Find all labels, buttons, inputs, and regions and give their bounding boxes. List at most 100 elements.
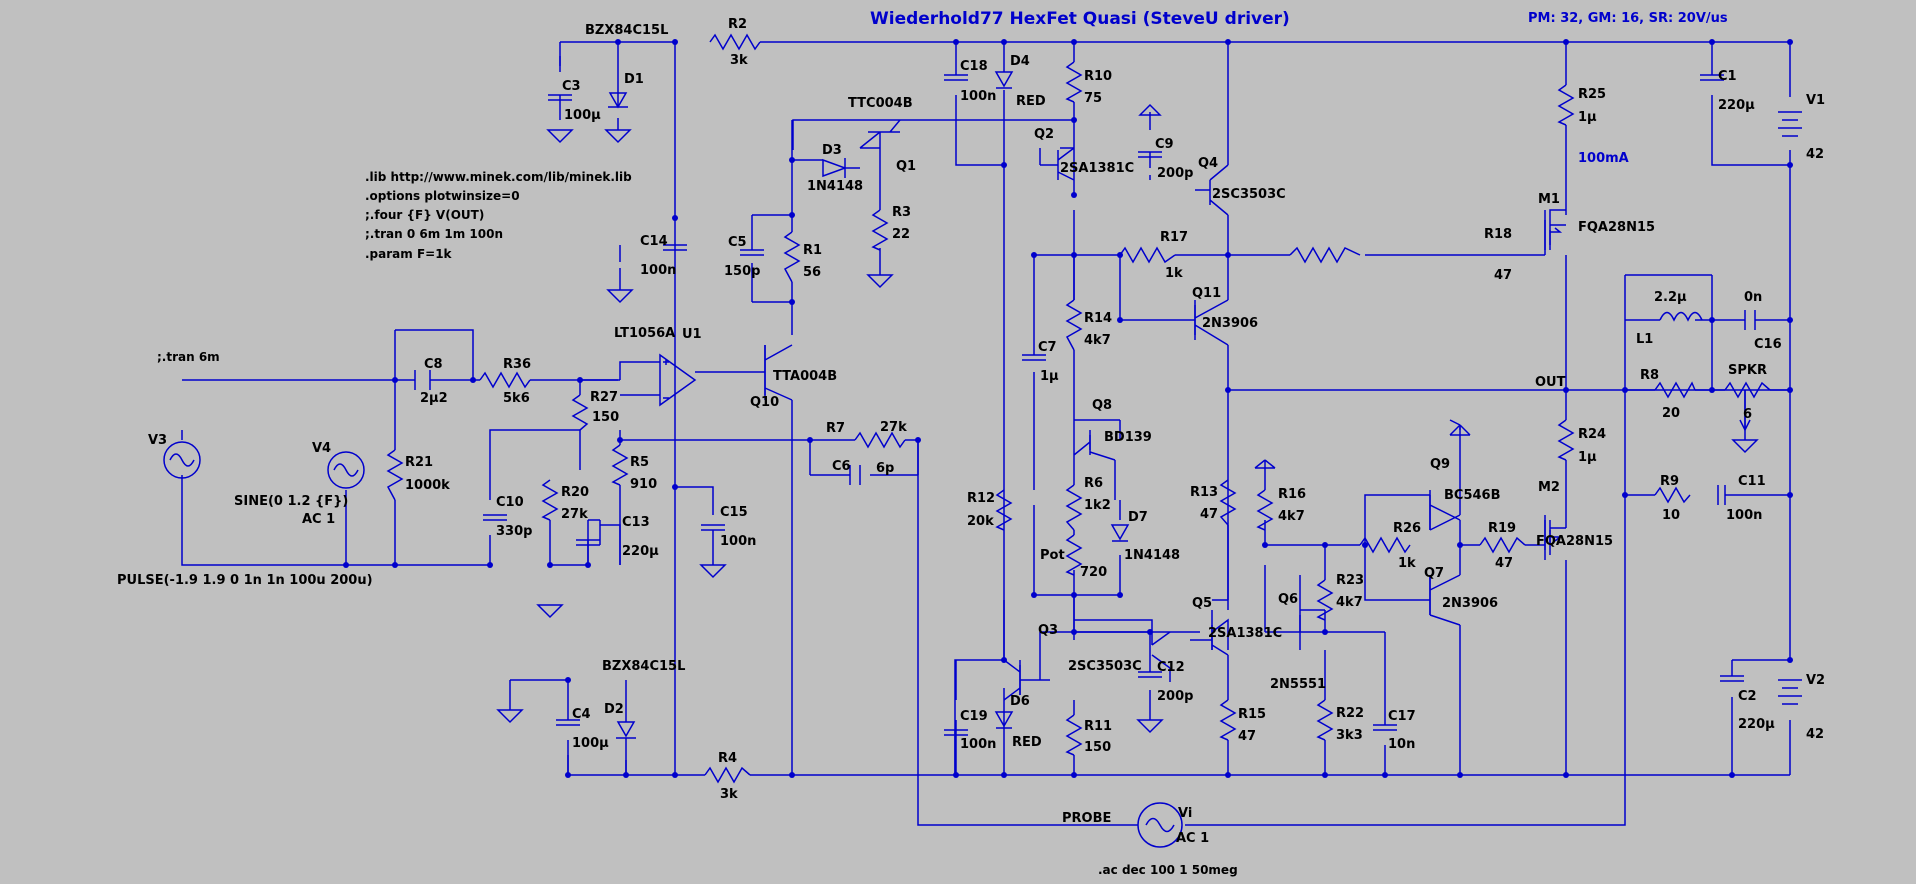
stats: PM: 32, GM: 16, SR: 20V/us [1528,11,1728,26]
c4-ref: C4 [572,707,591,722]
d1-ref: D1 [624,72,644,87]
r22-value: 3k3 [1336,728,1363,743]
c14-value: 100n [640,263,676,278]
u1-type: LT1056A [614,326,675,341]
d4-value: RED [1016,94,1046,109]
r1-ref: R1 [803,243,822,258]
c10-value: 330p [496,524,532,539]
title: Wiederhold77 HexFet Quasi (SteveU driver… [870,9,1290,29]
d1-type: BZX84C15L [585,23,668,38]
directive-1: .lib http://www.minek.com/lib/minek.lib [365,170,632,184]
c7-value: 1µ [1040,369,1059,384]
c6-value: 6p [876,461,894,476]
spkr-value: 6 [1743,407,1752,422]
r5-ref: R5 [630,455,649,470]
u1-ref: U1 [682,327,702,342]
r26-value: 1k [1398,556,1416,571]
c11-ref: C11 [1738,474,1766,489]
q10-type: TTA004B [773,369,837,384]
m1-ref: M1 [1538,192,1560,207]
vi-ref: Vi [1178,806,1192,821]
d3-value: 1N4148 [807,179,863,194]
net-label-out: OUT [1535,375,1566,390]
r10-ref: R10 [1084,69,1112,84]
c5-ref: C5 [728,235,747,250]
c19-ref: C19 [960,709,988,724]
r17-value: 1k [1165,266,1183,281]
wires [181,41,1791,826]
r10-value: 75 [1084,91,1102,106]
q10-ref: Q10 [750,395,779,410]
d7-ref: D7 [1128,510,1148,525]
c3-value: 100µ [564,108,601,123]
r1-value: 56 [803,265,821,280]
c16-ref: C16 [1754,337,1782,352]
r27-value: 150 [592,410,619,425]
r21-ref: R21 [405,455,433,470]
c5-value: 150p [724,264,760,279]
c15-value: 100n [720,534,756,549]
directive-2: .options plotwinsize=0 [365,189,520,203]
r21-value: 1000k [405,478,450,493]
v4-value: SINE(0 1.2 {F}) [234,494,348,509]
c1-ref: C1 [1718,69,1737,84]
r15-value: 47 [1238,729,1256,744]
spkr-ref: SPKR [1728,363,1767,378]
net-label-probe: PROBE [1062,811,1111,826]
directive-5: .param F=1k [365,247,453,261]
q5-type: 2SA1381C [1208,626,1282,641]
c13-ref: C13 [622,515,650,530]
c2-value: 220µ [1738,717,1775,732]
c13-value: 220µ [622,544,659,559]
c12-value: 200p [1157,689,1193,704]
d3-ref: D3 [822,143,842,158]
r11-value: 150 [1084,740,1111,755]
d2-type: BZX84C15L [602,659,685,674]
v2-ref: V2 [1806,673,1825,688]
r20-value: 27k [561,507,588,522]
q1-type: TTC004B [848,96,913,111]
q4-ref: Q4 [1198,156,1218,171]
c4-value: 100µ [572,736,609,751]
r6-value: 1k2 [1084,498,1111,513]
r16-value: 4k7 [1278,509,1305,524]
r6-ref: R6 [1084,476,1103,491]
ac-directive: .ac dec 100 1 50meg [1098,863,1238,877]
pot-value: 720 [1080,565,1107,580]
r23-ref: R23 [1336,573,1364,588]
c15-ref: C15 [720,505,748,520]
c12-ref: C12 [1157,660,1185,675]
c3-ref: C3 [562,79,581,94]
r16-ref: R16 [1278,487,1306,502]
component-symbols [163,33,1802,848]
r12-ref: R12 [967,491,995,506]
d2-ref: D2 [604,702,624,717]
r24-value: 1µ [1578,450,1597,465]
r22-ref: R22 [1336,706,1364,721]
r23-value: 4k7 [1336,595,1363,610]
junction-dots [343,39,1793,778]
c9-ref: C9 [1155,137,1174,152]
q8-ref: Q8 [1092,398,1112,413]
r3-ref: R3 [892,205,911,220]
d4-ref: D4 [1010,54,1030,69]
r20-ref: R20 [561,485,589,500]
c17-ref: C17 [1388,709,1416,724]
r2-ref: R2 [728,17,747,32]
q3-type: 2SC3503C [1068,659,1142,674]
v2-value: 42 [1806,727,1824,742]
q11-type: 2N3906 [1202,316,1258,331]
q6-type: 2N5551 [1270,677,1326,692]
q7-ref: Q7 [1424,566,1444,581]
r18-value: 47 [1494,268,1512,283]
q1-ref: Q1 [896,159,916,174]
r18-ref: R18 [1484,227,1512,242]
c10-ref: C10 [496,495,524,510]
r7-value: 27k [880,420,907,435]
r24-ref: R24 [1578,427,1606,442]
r13-ref: R13 [1190,485,1218,500]
r19-value: 47 [1495,556,1513,571]
pot-ref: Pot [1040,548,1065,563]
c16-value: 0n [1744,290,1762,305]
